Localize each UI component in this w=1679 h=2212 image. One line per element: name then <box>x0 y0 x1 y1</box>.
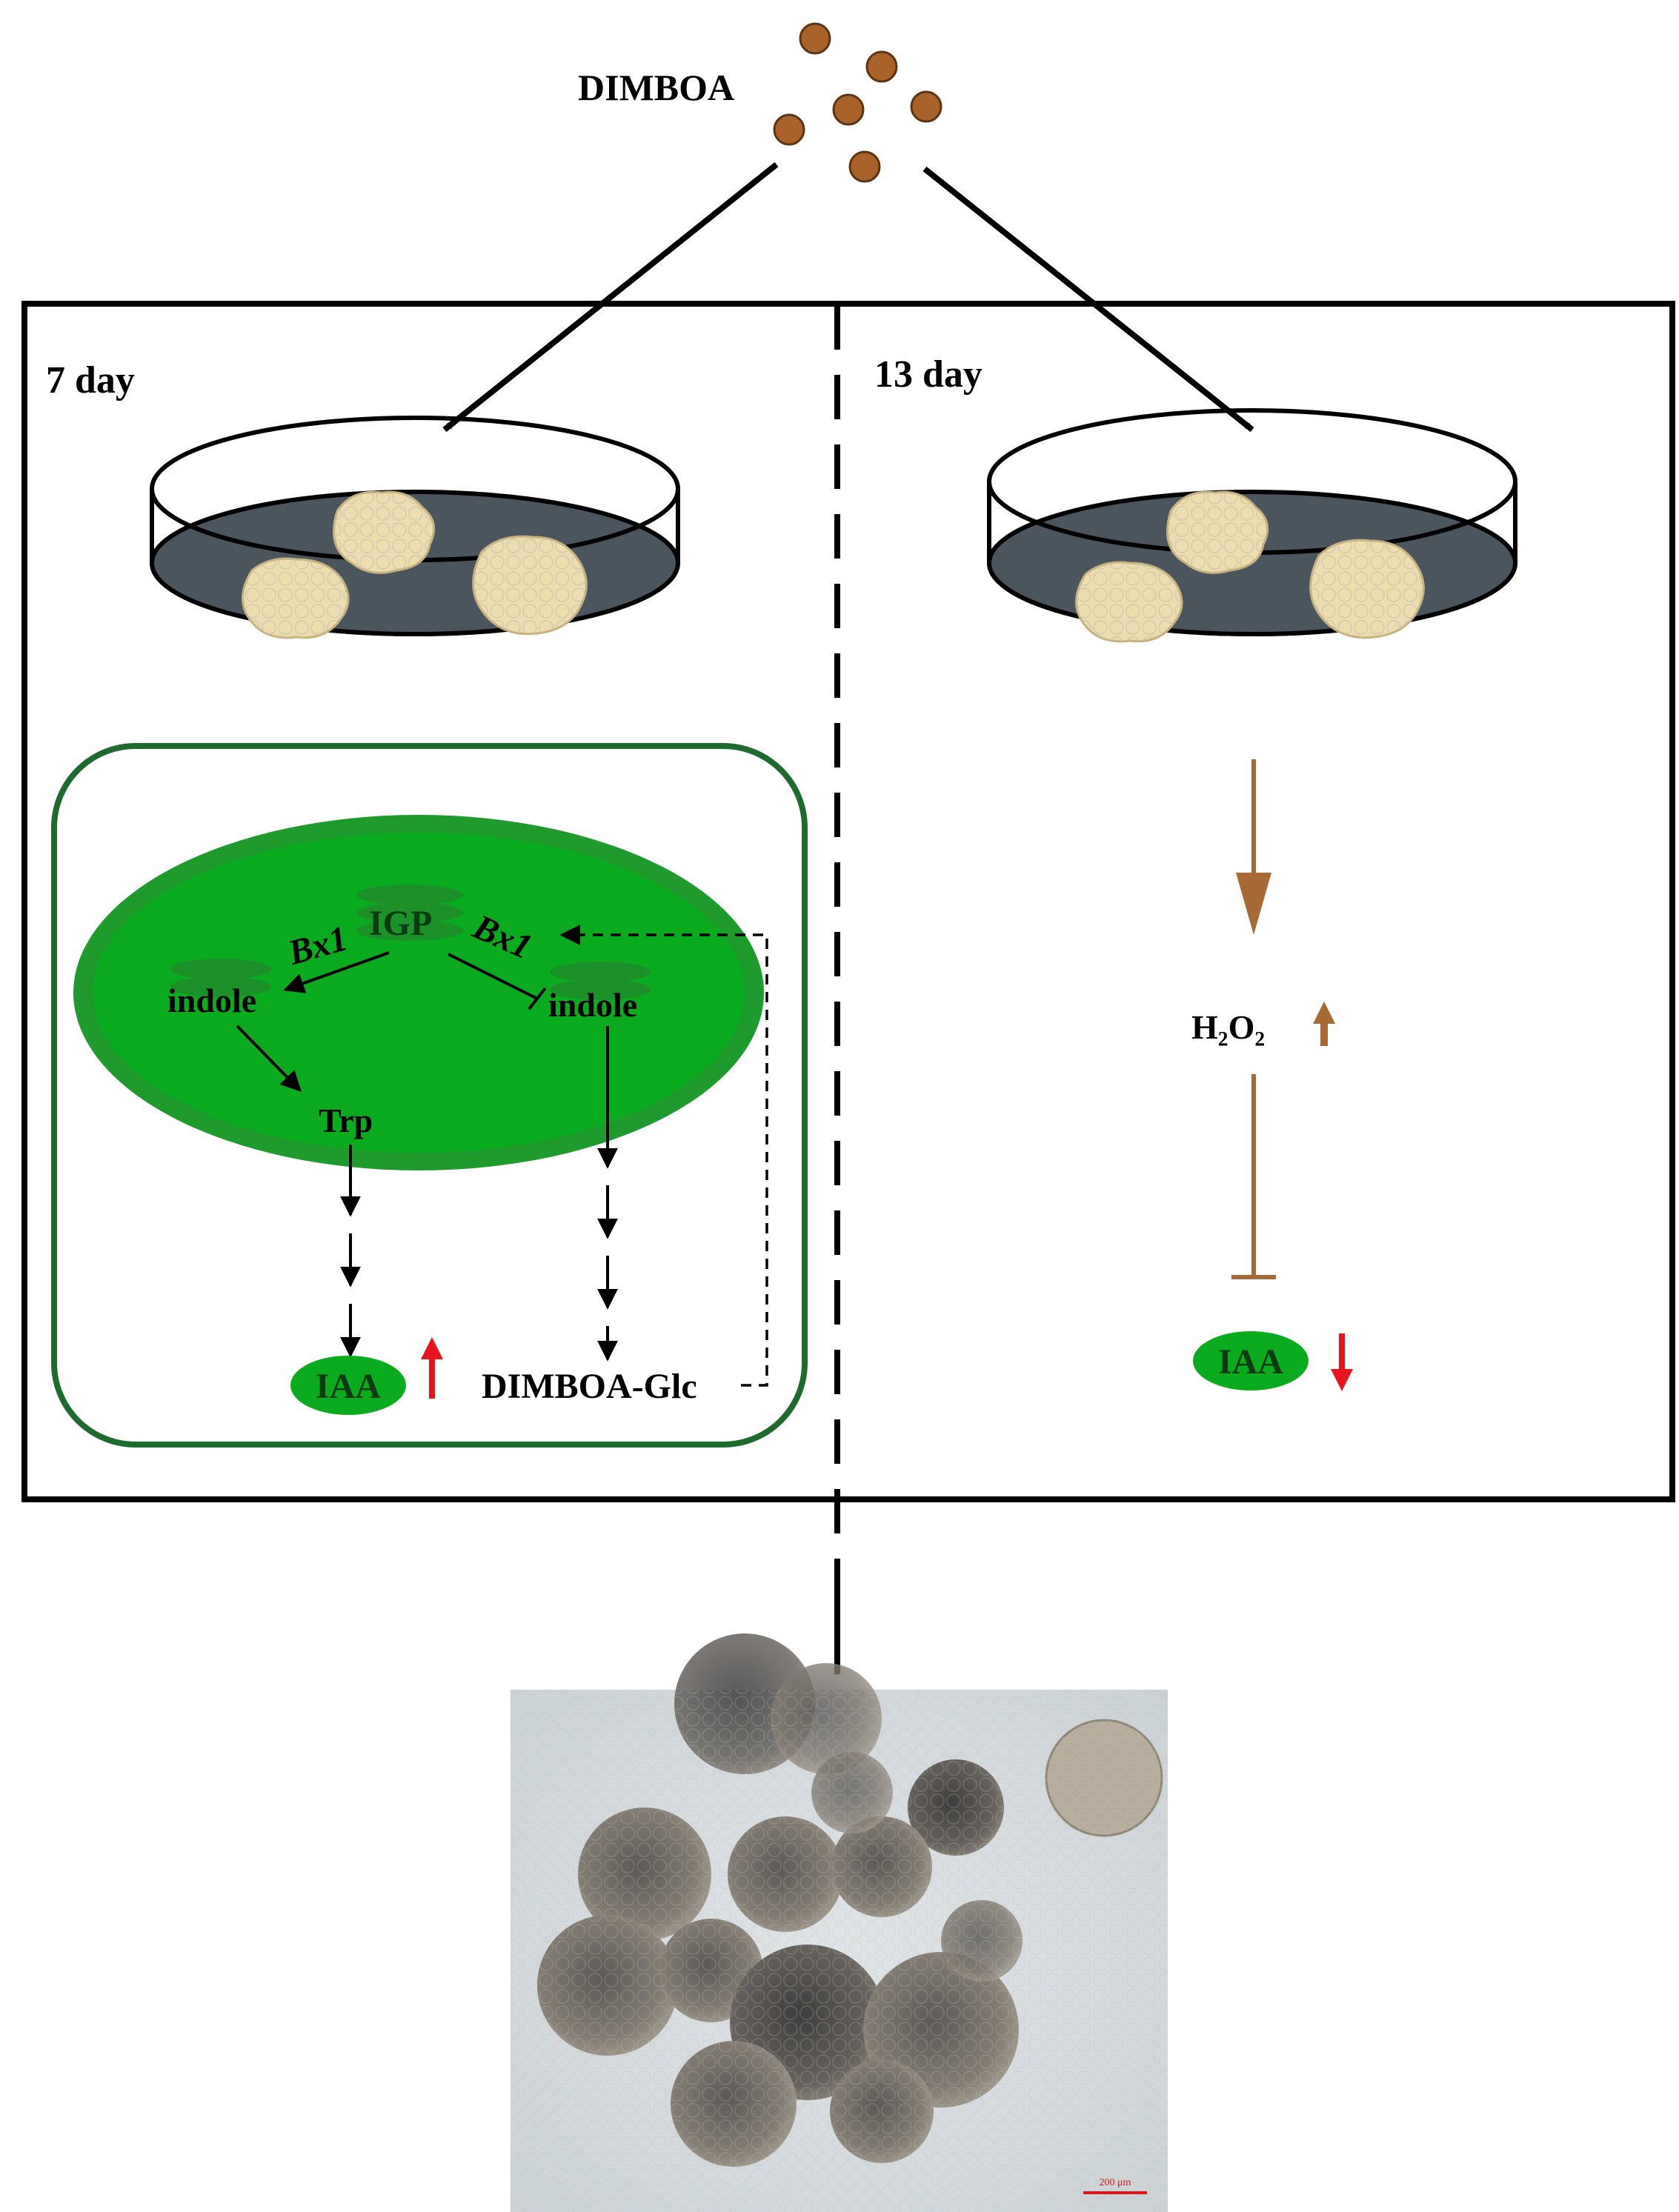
dimboa-dot <box>832 93 865 126</box>
h2o2-pathway <box>1231 759 1276 1279</box>
dimboa-label: DIMBOA <box>578 67 734 108</box>
arrow-up-icon <box>1313 1002 1335 1046</box>
scale-bar-label: 200 μm <box>1100 2177 1131 2188</box>
indole-label-left: indole <box>167 982 256 1019</box>
main-frame <box>21 301 1675 1502</box>
inhibit-igp-to-indole-right <box>448 953 538 1000</box>
dimboa-glc-label: DIMBOA-Glc <box>482 1367 697 1406</box>
petri-dish-day13 <box>987 408 1517 643</box>
micrograph: 200 μm <box>511 1633 1168 2212</box>
iaa-label-left: IAA <box>316 1367 381 1406</box>
iaa-label-right: IAA <box>1218 1342 1283 1382</box>
arrow-indole-to-trp <box>236 1025 302 1093</box>
arrow-down-icon <box>1331 1333 1353 1391</box>
indole-label-right: indole <box>548 986 637 1024</box>
chloroplast <box>73 815 764 1170</box>
arrow-up-icon <box>421 1337 443 1399</box>
iaa-ellipse-right <box>1193 1331 1309 1390</box>
dimboa-dot <box>865 50 898 83</box>
dimboa-dot <box>910 90 942 123</box>
dimboa-dot <box>848 150 881 183</box>
arrow-igp-to-indole-left <box>283 951 390 993</box>
h2o2-label: H₂O₂ <box>1191 1008 1265 1046</box>
day7-label: 7 day <box>46 359 135 402</box>
day13-label: 13 day <box>874 353 983 396</box>
arrow-dimboa-to-day13 <box>922 166 1254 433</box>
dimboa-dot <box>799 22 831 55</box>
dimboa-molecules <box>773 22 942 183</box>
petri-dish-day7 <box>150 416 680 639</box>
dimboa-dot <box>773 113 805 146</box>
cell-boundary <box>51 743 808 1448</box>
feedback-loop <box>559 925 768 1387</box>
iaa-ellipse-left <box>290 1356 406 1415</box>
igp-label: IGP <box>369 904 432 943</box>
arrow-dimboa-to-day7 <box>442 161 779 433</box>
trp-label: Trp <box>319 1102 373 1139</box>
